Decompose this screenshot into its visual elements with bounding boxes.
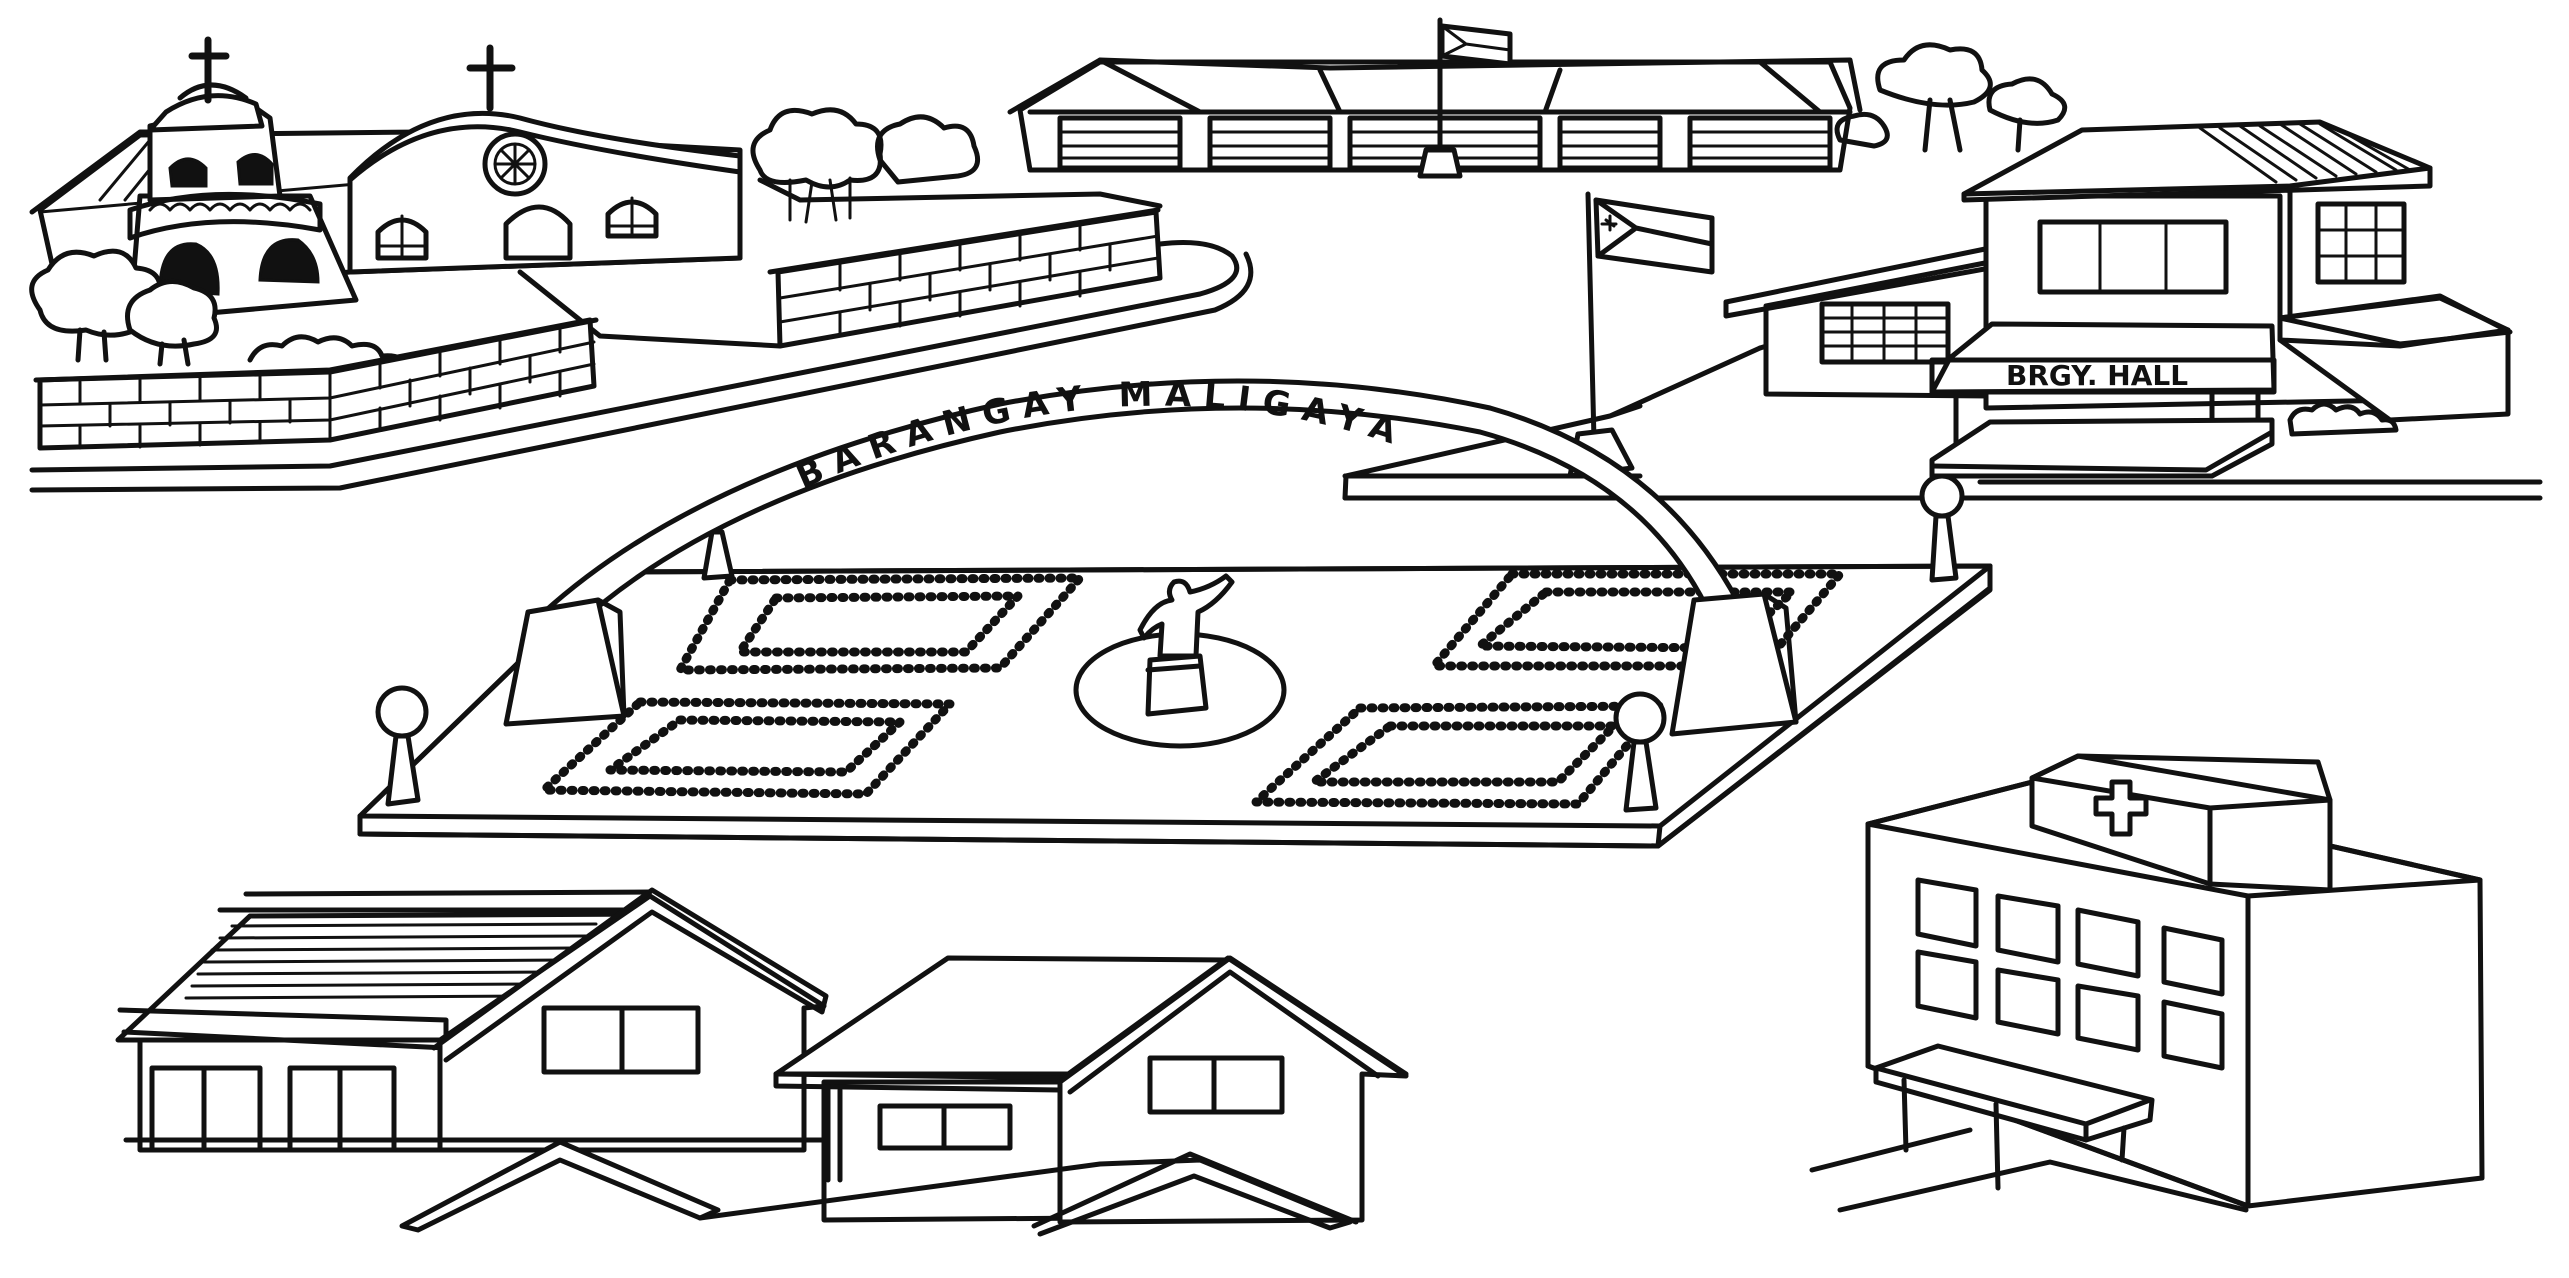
school-flagpole (1417, 17, 1513, 179)
hospital-windows (1915, 877, 2225, 1071)
church (29, 36, 783, 349)
roads (29, 240, 2543, 501)
house-left-roof-hatch (184, 922, 598, 1000)
arch-sign-text: BARANGAY MALIGAYA (790, 374, 1413, 497)
barangay-hall: BRGY. HALL (1723, 119, 2513, 479)
plaza-flagpole (1567, 191, 1715, 479)
school-wall (757, 177, 1163, 349)
church-bell-tower (127, 36, 359, 323)
medical-cross-icon (2093, 779, 2149, 837)
school-building (750, 17, 2068, 224)
school-trees-right (1834, 42, 2068, 153)
church-rose-window (482, 131, 548, 197)
school-trees-left (750, 107, 980, 224)
church-cross-icon (466, 44, 516, 112)
church-trees (29, 248, 431, 375)
church-wall (33, 317, 599, 451)
hall-awning: BRGY. HALL (1929, 321, 2277, 395)
hospital-roof-box (2029, 753, 2333, 893)
plaza: BARANGAY MALIGAYA (357, 374, 1993, 849)
house-left (115, 887, 833, 1153)
hospital (1809, 753, 2485, 1213)
house-middle (773, 955, 1409, 1225)
statue-monument (1073, 573, 1287, 749)
lamp-posts (375, 473, 1965, 813)
hall-sign-text: BRGY. HALL (2006, 359, 2188, 392)
foreground-roofs (399, 1139, 1359, 1237)
